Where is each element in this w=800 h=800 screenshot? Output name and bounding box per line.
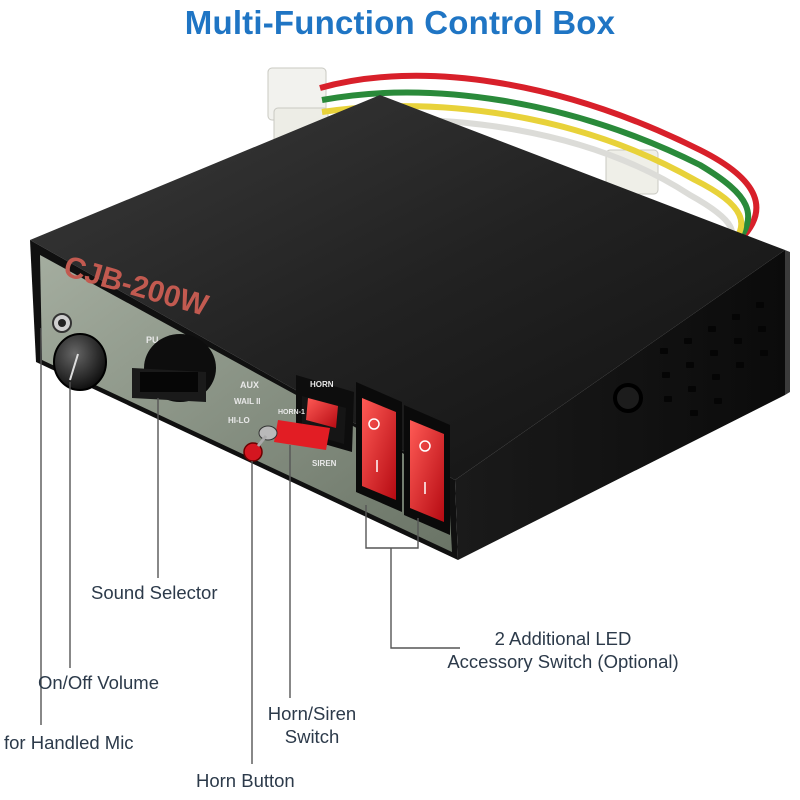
wire-harness-icon [267, 67, 760, 253]
callout-on-off-volume: On/Off Volume [38, 672, 159, 693]
callout-mic-jack: for Handled Mic [4, 732, 134, 753]
selector-dial-icon [132, 334, 216, 402]
rocker-switch-icon [356, 382, 450, 535]
callout-horn-siren-line1: Horn/Siren [267, 703, 357, 724]
callout-led-line1: 2 Additional LED [494, 628, 632, 649]
leader-led-switches-drop [390, 548, 460, 649]
mount-hole [613, 383, 643, 413]
volume-knob-icon [53, 333, 107, 391]
svg-text:AUX: AUX [240, 380, 259, 390]
callout-horn-siren-line2: Switch [284, 726, 340, 747]
vent-holes-icon [660, 302, 768, 416]
callout-horn-button: Horn Button [196, 770, 295, 791]
mic-jack-icon [52, 313, 72, 333]
svg-text:HORN-1: HORN-1 [278, 409, 305, 416]
svg-text:HI-LO: HI-LO [228, 416, 250, 425]
svg-text:SIREN: SIREN [312, 459, 337, 468]
callout-sound-selector: Sound Selector [91, 582, 218, 603]
leader-lines [40, 328, 460, 764]
callout-led-switches: 2 Additional LED Accessory Switch (Optio… [428, 627, 698, 673]
svg-text:HORN: HORN [310, 380, 334, 389]
page-title: Multi-Function Control Box [184, 4, 616, 41]
leader-led-switches [365, 505, 419, 549]
svg-text:WAIL II: WAIL II [234, 397, 261, 406]
callout-horn-siren-switch: Horn/Siren Switch [252, 702, 372, 748]
push-button-icon [243, 425, 278, 462]
svg-text:PU: PU [146, 335, 159, 345]
horn-siren-switch-icon: HORN HORN-1 SIREN [274, 375, 354, 468]
callout-led-line2: Accessory Switch (Optional) [447, 651, 679, 672]
